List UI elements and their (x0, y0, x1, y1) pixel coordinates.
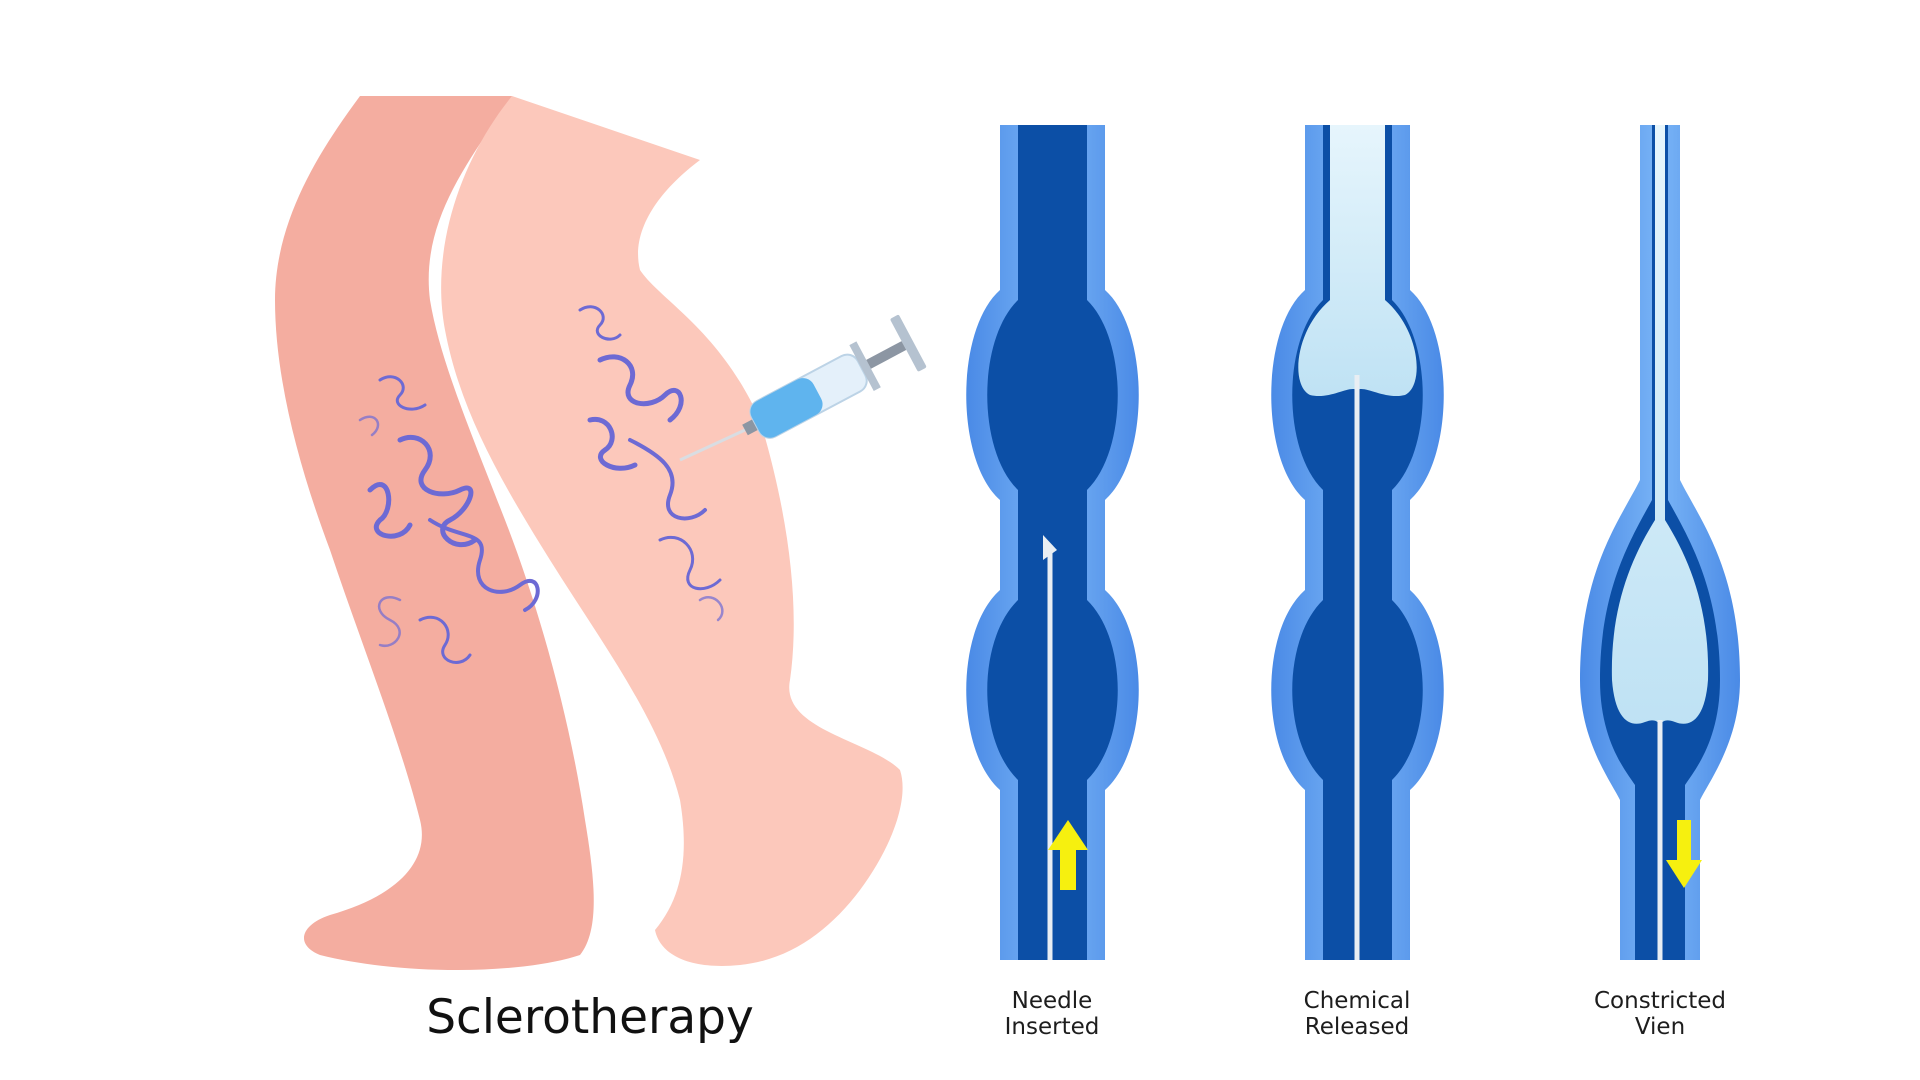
back-leg (275, 96, 594, 970)
step-caption-line2: Inserted (1004, 1014, 1100, 1040)
step-caption-chemical-released: Chemical Released (1247, 988, 1467, 1040)
step-caption-line1: Constricted (1594, 988, 1726, 1014)
up-arrow-icon (1048, 820, 1088, 890)
step-caption-needle-inserted: Needle Inserted (942, 988, 1162, 1040)
step-caption-line2: Released (1304, 1014, 1410, 1040)
down-arrow-icon (1666, 820, 1702, 888)
step-caption-line2: Vien (1634, 1014, 1686, 1040)
vein-constricted (1580, 125, 1740, 960)
syringe-icon (679, 315, 927, 462)
varicose-veins (358, 305, 724, 664)
front-leg (441, 96, 903, 966)
vein-chemical-released (1271, 125, 1444, 960)
vein-needle-inserted (966, 125, 1139, 960)
step-caption-line1: Needle (1011, 988, 1093, 1014)
step-caption-line1: Chemical (1303, 988, 1411, 1014)
step-caption-constricted-vien: Constricted Vien (1550, 988, 1770, 1040)
page-title: Sclerotherapy (426, 990, 754, 1045)
